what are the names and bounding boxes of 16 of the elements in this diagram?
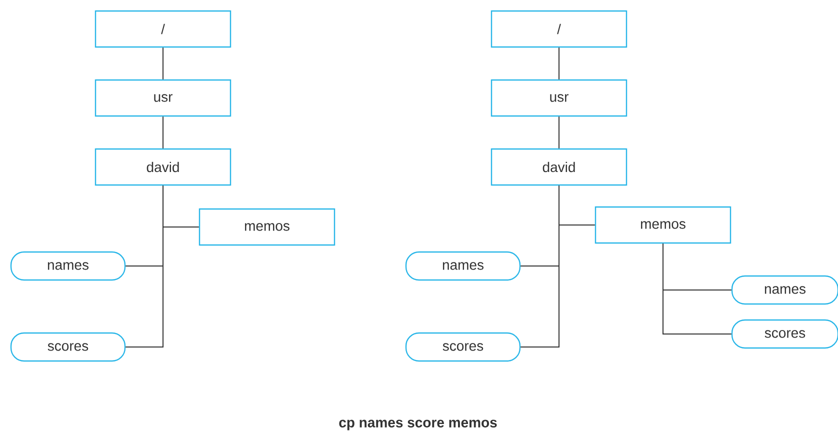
tree-line [162, 116, 164, 149]
folder-box: / [94, 10, 232, 48]
tree-line [162, 47, 164, 80]
folder-box: david [94, 148, 232, 186]
tree-line [558, 116, 560, 149]
folder-box: david [490, 148, 628, 186]
tree-line [662, 243, 732, 334]
tree-line [558, 47, 560, 80]
folder-box: memos [594, 206, 732, 244]
tree-line [125, 185, 164, 348]
folder-box: usr [490, 79, 628, 117]
folder-box: usr [94, 79, 232, 117]
tree-line [520, 185, 560, 348]
folder-box: / [490, 10, 628, 48]
folder-box: memos [198, 208, 336, 246]
caption: cp names score memos [339, 420, 497, 430]
